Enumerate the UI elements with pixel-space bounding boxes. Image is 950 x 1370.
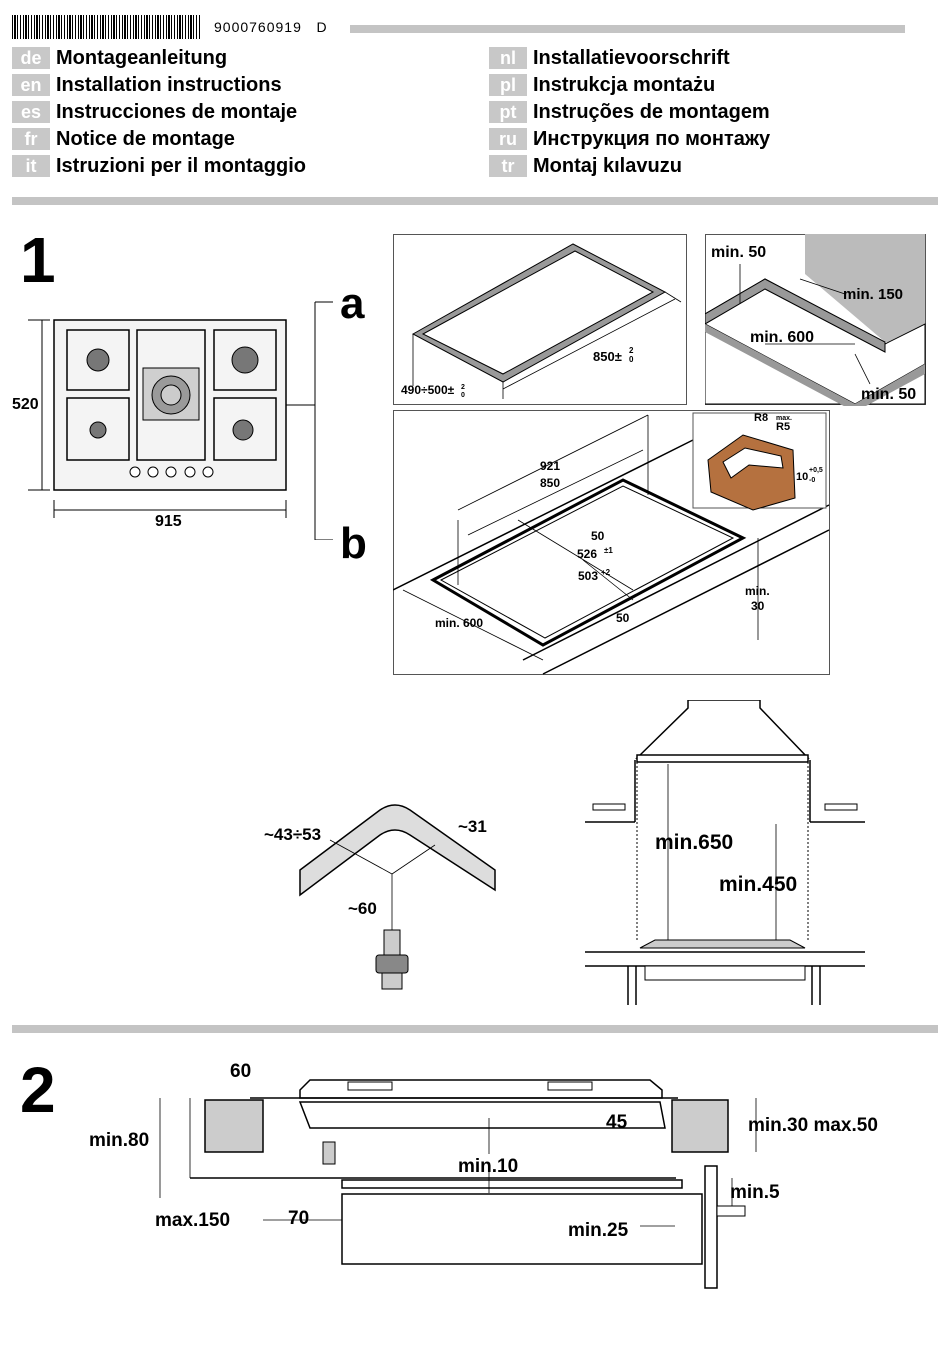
section-rule-top — [12, 197, 938, 205]
cutout-panel-b: 921 850 50 526 ±1 503 +2 50 min. 600 min… — [393, 410, 830, 675]
svg-text:921: 921 — [540, 459, 560, 473]
svg-text:2: 2 — [629, 346, 634, 355]
installation-cross-section: 60 45 min.80 min.30 max.50 min.10 min.5 … — [89, 1061, 878, 1289]
svg-text:~31: ~31 — [458, 817, 487, 836]
elbow-connector: ~43÷53 ~31 ~60 — [264, 804, 496, 990]
label-b: b — [340, 519, 367, 568]
svg-text:70: 70 — [288, 1208, 309, 1229]
svg-text:30: 30 — [751, 599, 765, 613]
hood-clearance-diagram: min.650 min.450 — [585, 700, 865, 1005]
svg-text:60: 60 — [230, 1061, 251, 1082]
svg-text:min.30 max.50: min.30 max.50 — [748, 1115, 878, 1136]
svg-text:526: 526 — [577, 547, 597, 561]
cutout-panel-a-left: 850± 2 0 490÷500± 2 0 — [393, 234, 687, 405]
svg-text:~60: ~60 — [348, 899, 377, 918]
svg-text:min.10: min.10 — [458, 1156, 518, 1177]
section-rule-bottom — [12, 1025, 938, 1033]
svg-text:R8: R8 — [754, 412, 768, 424]
header-rule — [350, 25, 905, 33]
svg-text:490÷500±: 490÷500± — [401, 383, 455, 397]
svg-text:-0: -0 — [809, 477, 815, 484]
label-a: a — [340, 279, 365, 328]
step-1-number: 1 — [20, 224, 56, 296]
svg-text:~43÷53: ~43÷53 — [264, 825, 321, 844]
svg-text:+0,5: +0,5 — [809, 467, 823, 474]
svg-text:min. 600: min. 600 — [435, 616, 483, 630]
svg-text:max.150: max.150 — [155, 1210, 230, 1231]
svg-text:min. 50: min. 50 — [711, 244, 766, 261]
svg-text:45: 45 — [606, 1112, 628, 1133]
clearance-panel-a-right: min. 50 min. 150 min. 600 min. 50 — [705, 234, 926, 406]
svg-text:R5: R5 — [776, 421, 790, 433]
svg-text:50: 50 — [591, 529, 605, 543]
svg-text:min.450: min.450 — [719, 873, 797, 896]
step-2-number: 2 — [20, 1054, 56, 1126]
svg-text:max.: max. — [776, 415, 792, 422]
svg-text:+2: +2 — [601, 568, 611, 577]
svg-text:min.: min. — [745, 584, 770, 598]
document-number: 9000760919 D — [214, 19, 328, 35]
svg-text:2: 2 — [461, 384, 465, 391]
barcode — [12, 15, 200, 39]
svg-text:0: 0 — [461, 392, 465, 399]
svg-text:503: 503 — [578, 569, 598, 583]
svg-text:50: 50 — [616, 611, 630, 625]
svg-text:min.80: min.80 — [89, 1130, 149, 1151]
svg-text:min. 150: min. 150 — [843, 286, 903, 303]
svg-text:min.650: min.650 — [655, 831, 733, 854]
svg-text:0: 0 — [629, 355, 634, 364]
svg-text:min.5: min.5 — [730, 1182, 780, 1203]
hob-width-label: 915 — [155, 513, 182, 530]
svg-text:±1: ±1 — [604, 546, 613, 555]
hob-top-view — [28, 301, 333, 540]
hob-height-label: 520 — [12, 396, 39, 413]
svg-text:10: 10 — [796, 471, 808, 483]
svg-text:min. 50: min. 50 — [861, 386, 916, 403]
svg-text:min. 600: min. 600 — [750, 329, 814, 346]
svg-text:850: 850 — [540, 476, 560, 490]
svg-text:850±: 850± — [593, 349, 622, 364]
svg-text:min.25: min.25 — [568, 1220, 629, 1241]
